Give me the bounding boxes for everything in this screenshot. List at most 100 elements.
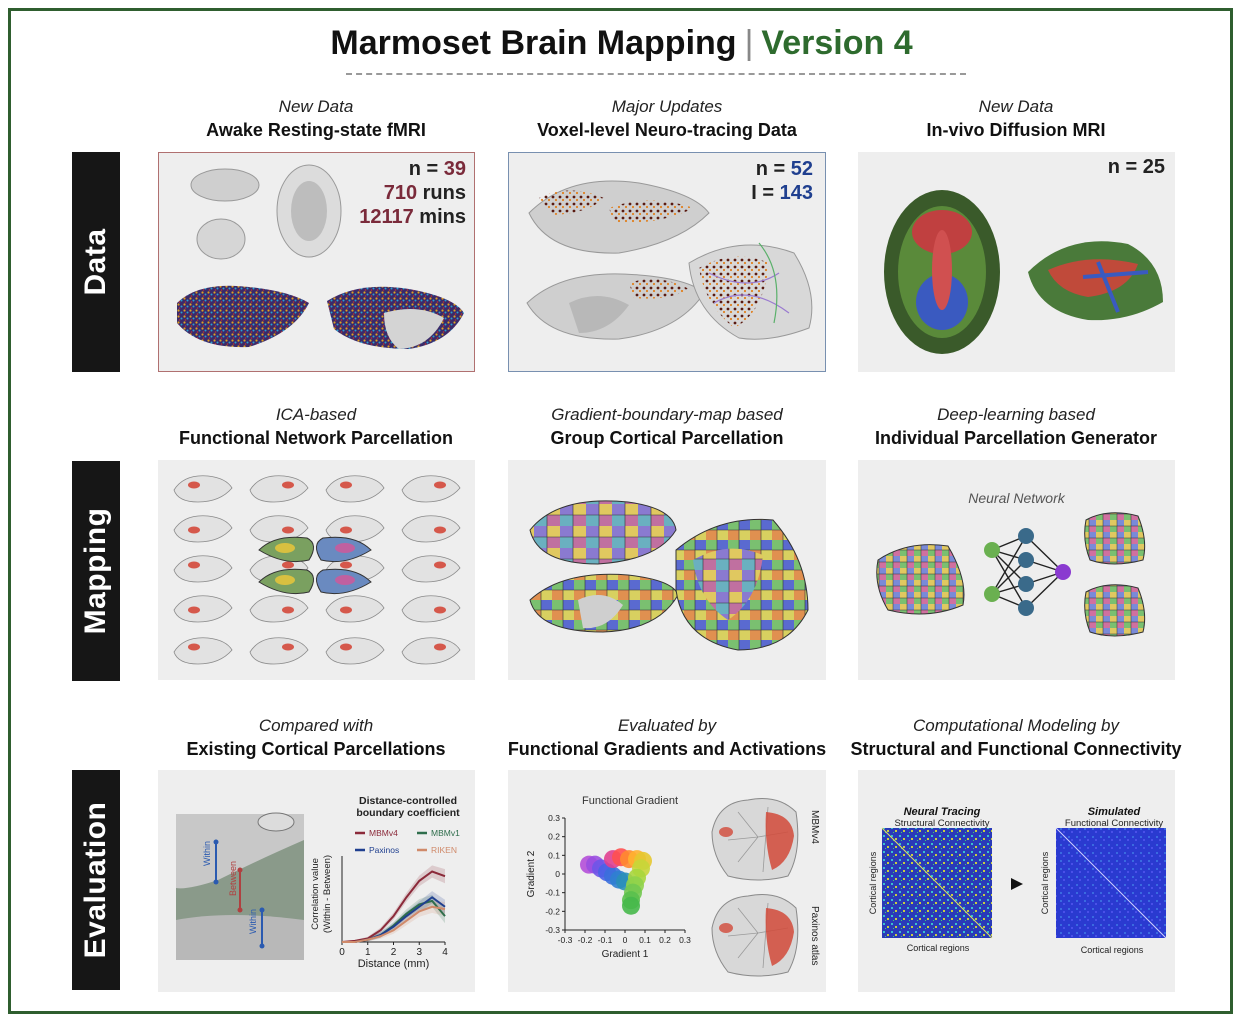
x-tick-label: 0.2 — [659, 935, 671, 945]
legend-label-mbmv4: MBMv4 — [369, 828, 398, 838]
ica-brain — [401, 515, 461, 543]
inset-label-within-top: Within — [202, 841, 212, 866]
panel-deep-learning: Neural Network — [858, 460, 1175, 680]
neural-network-label: Neural Network — [968, 490, 1065, 506]
ica-brain — [401, 555, 461, 583]
ica-brain — [401, 637, 461, 665]
y-tick-label: -0.1 — [545, 888, 560, 898]
series-line-riken — [342, 905, 446, 943]
ica-network-summary — [258, 568, 372, 595]
ica-brain — [173, 637, 233, 665]
fmri-stat-mins: 12117 mins — [359, 206, 466, 228]
row-label-evaluation: Evaluation — [72, 770, 120, 990]
series-line-mbmv4 — [341, 870, 446, 943]
flatmap-label-1: Paxinos atlas — [809, 906, 820, 965]
x-tick-label: -0.2 — [578, 935, 593, 945]
dmri-illustration — [884, 190, 1163, 354]
fmri-stat-n: n = 39 — [408, 158, 466, 180]
ica-brain — [401, 595, 461, 623]
x-tick-label: 3 — [416, 947, 422, 958]
legend-label-paxinos: Paxinos — [369, 845, 399, 855]
panel-connectivity: Neural Tracing Structural Connectivity C… — [858, 770, 1175, 992]
fmri-illustration — [177, 164, 464, 349]
ica-brain — [173, 555, 233, 583]
x-tick-label: -0.1 — [598, 935, 613, 945]
activation-flatmap — [711, 798, 799, 881]
ica-brain — [173, 515, 233, 543]
ica-brain — [325, 475, 385, 503]
left-matrix-title: Neural Tracing — [904, 806, 981, 818]
left-matrix-ylabel: Cortical regions — [868, 851, 878, 914]
y-axis-label: Gradient 2 — [526, 850, 537, 897]
series-band-mbmv4 — [342, 865, 445, 942]
title-divider — [346, 73, 966, 75]
title-main: Marmoset Brain Mapping — [330, 24, 737, 62]
inset-label-between: Between — [228, 861, 238, 896]
flatmap-label-0: MBMv4 — [809, 810, 820, 844]
ica-brain — [249, 637, 309, 665]
x-axis-label: Distance (mm) — [358, 958, 430, 970]
neural-network-illustration — [876, 512, 1146, 637]
connectivity-matrices: Neural Tracing Structural Connectivity C… — [868, 806, 1167, 955]
tracing-stat-n: n = 52 — [755, 158, 813, 180]
panel-boundary-coefficient: Within Between Within Distance-controlle… — [158, 770, 475, 992]
y-tick-label: 0.1 — [548, 850, 560, 860]
title-separator: | — [744, 24, 754, 62]
chart-title-line2: boundary coefficient — [356, 807, 460, 819]
dmri-stats: n = 25 — [1108, 156, 1165, 179]
figure-title: Marmoset Brain Mapping|Version 4 — [0, 24, 1243, 63]
y-axis-label-line2: (Within - Between) — [322, 855, 333, 933]
row-label-mapping: Mapping — [72, 461, 120, 681]
panel-neuro-tracing: n = 52 I = 143 — [508, 152, 826, 372]
ica-brain — [401, 475, 461, 503]
right-matrix-subtitle: Functional Connectivity — [1065, 818, 1163, 829]
functional-gradient-chart: Functional Gradient -0.3 -0.2 -0.1 0 0.1 0.2 0.… — [526, 795, 820, 977]
left-matrix-subtitle: Structural Connectivity — [894, 818, 989, 829]
ica-brain — [325, 637, 385, 665]
left-matrix-xlabel: Cortical regions — [907, 943, 970, 953]
title-version: Version 4 — [761, 24, 913, 62]
tracing-stats: n = 52 I = 143 — [751, 157, 813, 205]
ica-brain-grid — [173, 475, 461, 665]
ica-brain — [325, 595, 385, 623]
ica-brain — [173, 595, 233, 623]
ica-brain — [249, 595, 309, 623]
chart-title-line1: Distance-controlled — [359, 795, 457, 807]
dmri-stat-n: n = 25 — [1107, 156, 1165, 178]
x-tick-label: 0.3 — [679, 935, 691, 945]
y-tick-label: 0 — [555, 869, 560, 879]
panel-fmri: n = 39 710 runs 12117 mins — [158, 152, 475, 372]
right-matrix-xlabel: Cortical regions — [1081, 945, 1144, 955]
x-tick-label: 1 — [365, 947, 371, 958]
panel-functional-gradient: Functional Gradient -0.3 -0.2 -0.1 0 0.1 0.2 0.… — [508, 770, 826, 992]
y-tick-label: -0.2 — [545, 906, 560, 916]
y-tick-label: -0.3 — [545, 925, 560, 935]
legend-label-mbmv1: MBMv1 — [431, 828, 460, 838]
fmri-stat-runs: 710 runs — [383, 182, 466, 204]
right-matrix-ylabel: Cortical regions — [1040, 851, 1050, 914]
right-matrix-title: Simulated — [1088, 806, 1141, 818]
fmri-stats: n = 39 710 runs 12117 mins — [359, 157, 466, 229]
panel-ica-networks — [158, 460, 475, 680]
activation-flatmap — [711, 894, 799, 977]
row-label-data: Data — [72, 152, 120, 372]
y-tick-label: 0.2 — [548, 832, 560, 842]
ica-brain — [249, 475, 309, 503]
y-axis-label-line1: Correlation value — [310, 858, 321, 930]
arrow-right-icon — [1011, 878, 1023, 890]
x-axis-label: Gradient 1 — [602, 949, 649, 960]
ica-brain — [173, 475, 233, 503]
gradient-chart-title: Functional Gradient — [582, 795, 678, 807]
x-tick-label: -0.3 — [558, 935, 573, 945]
scatter-point — [622, 896, 640, 915]
x-tick-label: 2 — [391, 947, 397, 958]
x-tick-label: 0 — [339, 947, 345, 958]
ica-network-summary — [258, 536, 372, 563]
figure-frame — [8, 8, 1233, 1014]
